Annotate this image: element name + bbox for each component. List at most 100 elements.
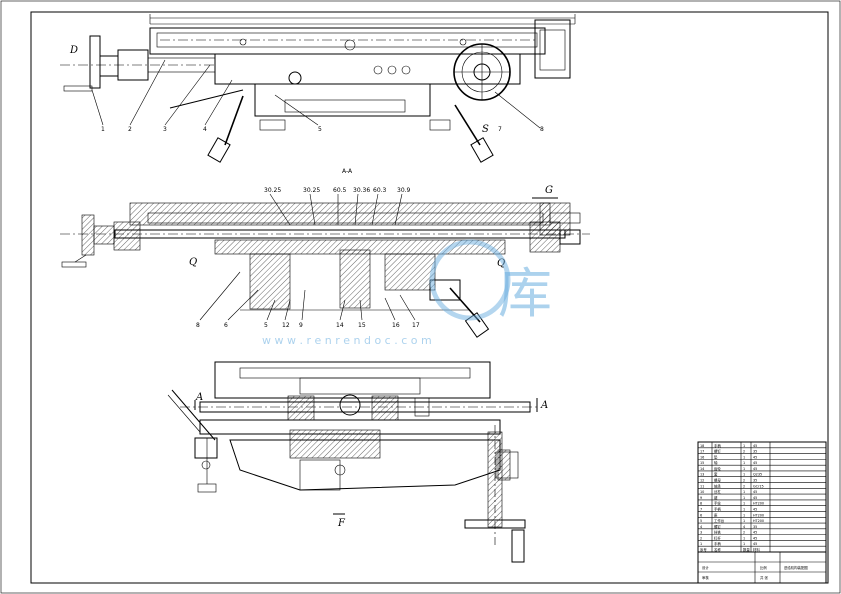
tb-scale: 比例 [760,565,767,570]
leader-number-1: 1 [101,126,105,133]
tb-cell: 杠杆 [714,535,721,540]
tb-cell: 45 [753,536,757,540]
tb-cell: 7 [700,507,702,511]
tb-cell: 螺钉 [714,449,721,454]
tb-cell: 6 [700,513,702,517]
tb-cell: 1 [743,461,745,465]
leader-number-3: 3 [163,126,167,133]
tb-cell: 1 [743,513,745,517]
tb-cell: 1 [743,507,745,511]
tb-cell: 15 [700,461,704,465]
tb-cell: 2 [700,536,702,540]
tb-cell: 手柄 [714,506,721,511]
section-aa-title: A-A [342,168,353,175]
tb-cell: 齿轮 [714,466,721,471]
bottom-number-1: 8 [196,322,200,329]
tb-cell: 螺钉 [714,524,721,529]
bottom-number-5: 9 [299,322,303,329]
tb-cell: 1 [700,542,702,546]
tb-cell: 45 [753,542,757,546]
tb-checker: 审核 [702,575,709,580]
tb-cell: 45 [753,490,757,494]
bottom-number-2: 6 [224,322,228,329]
tb-cell: 4 [743,525,745,529]
section-aa-view: A-A 30.25 30.25 60.5 30.36 60.3 30.9 [60,168,590,338]
tb-cell: 45 [753,467,757,471]
leader-number-8: 8 [540,126,544,133]
bottom-number-7: 15 [358,322,366,329]
leader-number-2: 2 [128,126,132,133]
tb-cell: 45 [753,444,757,448]
tb-cell: 轴 [714,460,718,465]
tb-cell: 10 [700,490,704,494]
callout-2: 30.25 [303,187,320,194]
bottom-number-3: 5 [264,322,268,329]
inner-frame [30,11,829,584]
tb-cell: 18 [700,444,704,448]
tb-cell: 手柄 [714,541,721,546]
tb-cell: 手轮 [714,501,721,506]
tb-cell: 45 [753,455,757,459]
tb-cell: 4 [700,525,702,529]
tb-cell: 1 [743,536,745,540]
tb-cell: 2 [743,450,745,454]
tb-cell: 9 [700,496,702,500]
section-letter-f: F [337,518,346,529]
section-letter-s: S [482,124,489,135]
tb-cell: 17 [700,450,704,454]
watermark-char: 库 [498,262,552,325]
tb-header-cell: 名称 [714,547,721,552]
tb-cell: 垫 [714,454,718,459]
watermark: 库 w w w . r e n r e n d o c . c o m [262,239,552,347]
tb-header-cell: 数量 [743,547,750,552]
top-view: 1 2 3 4 5 7 8 D S [60,14,576,163]
tb-cell: 工作台 [714,518,725,523]
tb-header-cell: 材料 [753,547,760,552]
tb-cell: 14 [700,467,704,471]
tb-cell: 1 [743,490,745,494]
tb-title: 进给机构装配图 [784,565,808,570]
tb-cell: 1 [743,455,745,459]
tb-cell: 16 [700,455,704,459]
tb-cell: 1 [743,467,745,471]
section-letter-a-right: A [540,400,548,411]
leader-number-4: 4 [203,126,207,133]
tb-cell: 座 [714,512,718,517]
section-letter-g: G [545,185,553,196]
section-letter-q-left: Q [189,257,197,268]
tb-cell: HT200 [753,502,764,506]
tb-cell: 35 [753,525,757,529]
tb-cell: 11 [700,484,704,488]
callout-3: 60.5 [333,187,347,194]
watermark-url: w w w . r e n r e n d o c . c o m [262,334,432,347]
tb-cell: 2 [743,531,745,535]
tb-cell: 挡铁 [714,530,721,535]
tb-sheet: 共 张 [760,575,768,580]
tb-designer: 设计 [702,565,709,570]
bottom-number-4: 12 [282,322,290,329]
callout-5: 60.3 [373,187,387,194]
tb-cell: 2 [743,484,745,488]
tb-cell: GCr15 [753,484,764,488]
tb-cell: HT200 [753,513,764,517]
tb-cell: 键 [714,495,718,500]
callout-6: 30.9 [397,187,411,194]
bottom-number-6: 14 [336,322,344,329]
section-letter-a-left: A [195,392,203,403]
tb-cell: 35 [753,479,757,483]
tb-cell: 1 [743,542,745,546]
tb-cell: 12 [700,479,704,483]
leader-number-7: 7 [498,126,502,133]
tb-cell: 丝杠 [714,489,721,494]
tb-cell: 螺母 [714,478,721,483]
tb-header-cell: 序号 [700,547,707,552]
section-letter-q-right: Q [497,258,505,269]
tb-cell: 1 [743,496,745,500]
tb-cell: 5 [700,519,702,523]
callout-1: 30.25 [264,187,281,194]
tb-cell: 3 [700,531,702,535]
tb-cell: 45 [753,531,757,535]
tb-cell: 1 [743,473,745,477]
tb-cell: 1 [743,502,745,506]
